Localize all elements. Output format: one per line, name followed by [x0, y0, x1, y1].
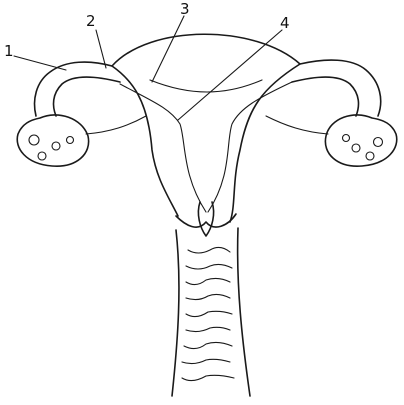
leader-line-4: [178, 30, 282, 120]
label-2: 2: [86, 12, 96, 30]
left-ovary-follicle: [67, 137, 74, 144]
left-ovary-follicle: [52, 142, 60, 150]
leader-line-1: [14, 56, 66, 70]
vaginal-rugae: [182, 247, 234, 380]
left-ovary-follicle: [29, 135, 39, 145]
label-4: 4: [280, 14, 290, 32]
cervix-outline: [176, 202, 236, 236]
left-ovarian-ligament: [86, 116, 146, 134]
label-1: 1: [4, 42, 14, 60]
uterine-cavity-left: [120, 84, 206, 212]
label-3: 3: [180, 0, 190, 18]
right-ovary-follicle: [366, 152, 374, 160]
uterus-body-outline: [112, 34, 300, 222]
left-ovary-follicle: [38, 152, 46, 160]
left-ovary: [17, 115, 88, 166]
uterine-cavity-right: [208, 82, 292, 212]
right-ovary-follicle: [374, 138, 383, 147]
right-ovary: [325, 115, 396, 166]
leader-line-3: [152, 16, 184, 82]
right-ovary-follicle: [343, 135, 350, 142]
right-ovary-follicle: [352, 144, 360, 152]
right-fallopian-tube: [292, 60, 381, 116]
right-ovarian-ligament: [266, 116, 328, 134]
left-fallopian-tube: [35, 62, 120, 116]
fundus-inner-curve: [150, 80, 262, 92]
